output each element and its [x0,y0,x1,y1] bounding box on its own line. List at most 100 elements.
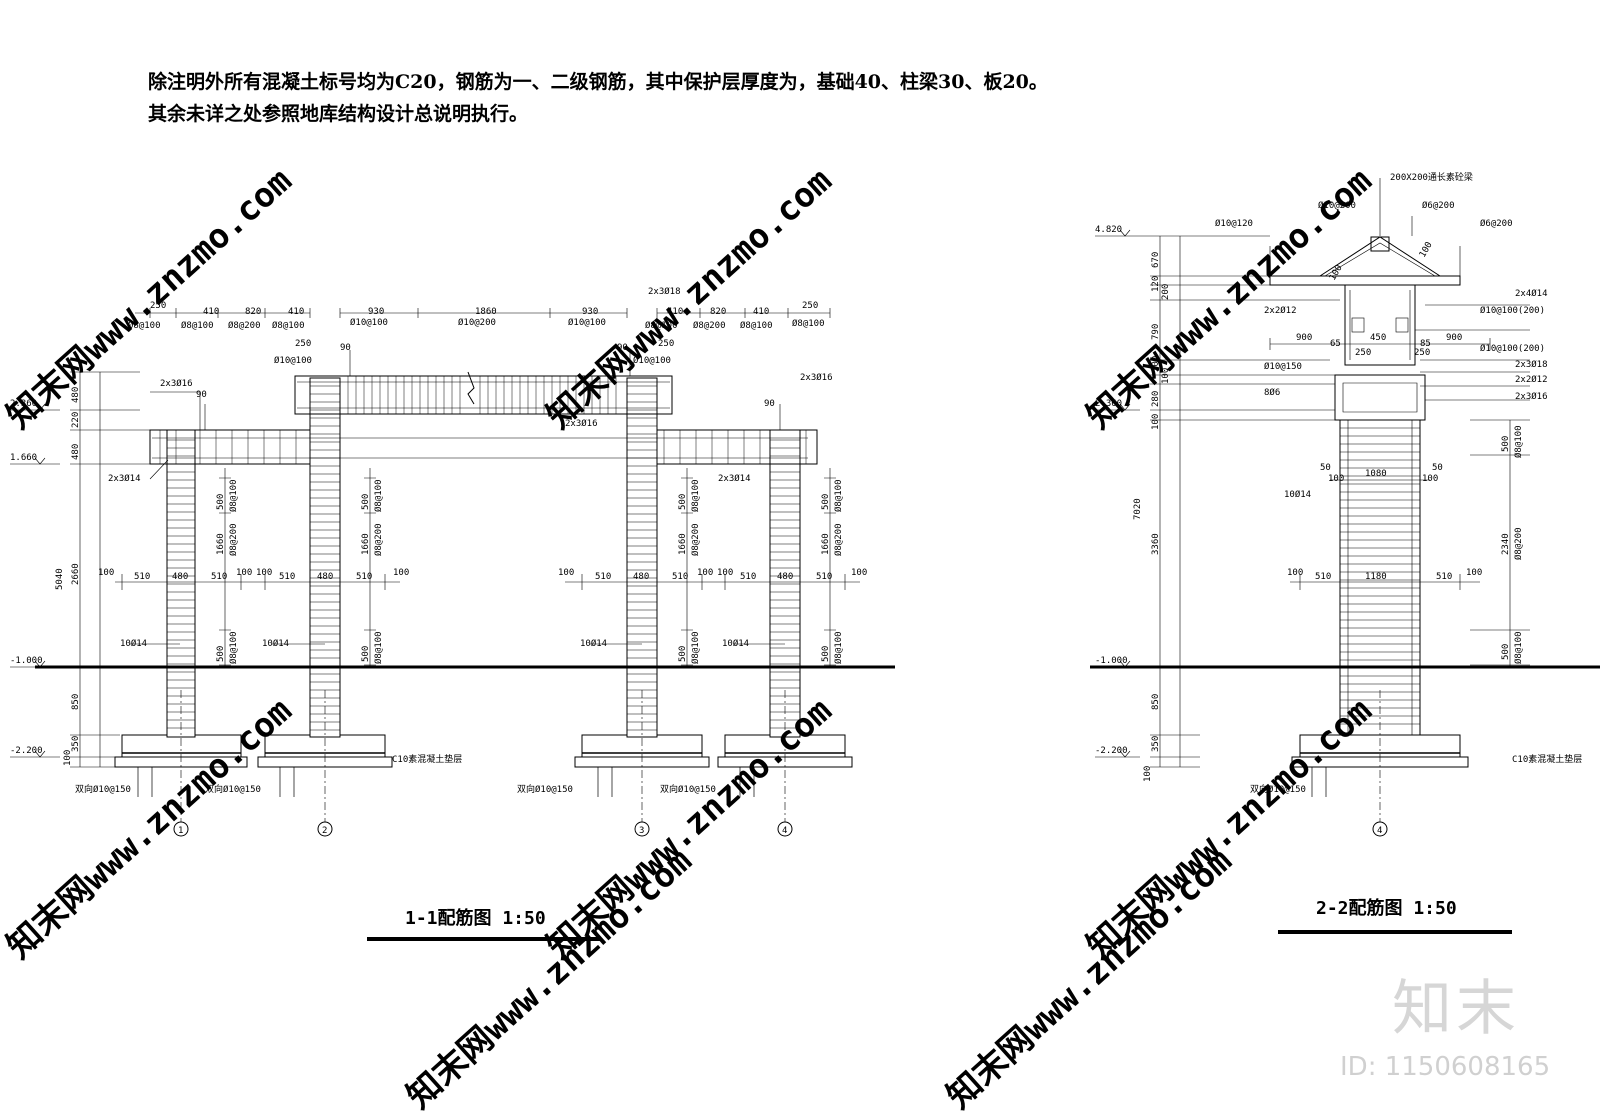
rebar-label: 8Ø6 [1264,387,1280,398]
dimension-label: 350 [71,736,81,752]
dimension-label: 7020 [1133,498,1143,520]
dimension-label: 100 [851,568,867,578]
dimension-label: 100 [1422,474,1438,484]
rebar-label: Ø8@200 [693,320,726,331]
dimension-label: 100 [1466,568,1482,578]
dimension-label: 410 [288,307,304,317]
dimension-label: 250 [1355,348,1371,358]
dimension-label: 1660 [821,533,831,555]
right-dimension-chain [1415,304,1530,667]
dimension-label: 850 [71,694,81,710]
dimension-label: 850 [1151,694,1161,710]
dimension-label: 100 [1287,568,1303,578]
dimension-label: 1080 [1365,469,1387,479]
watermark-text: 知末网www.znzmo.com [539,161,839,437]
dimension-label: 510 [740,572,756,582]
dimension-label: 100 [1418,240,1435,259]
rebar-label: Ø6@200 [1480,218,1513,229]
rebar-label: Ø10@100 [274,355,312,366]
rebar-label: Ø8@100 [373,479,384,512]
dimension-label: 65 [1330,339,1341,349]
top-dimension-rows [135,308,831,318]
rebar-label: Ø8@100 [1513,425,1524,458]
dimension-label: 100 [1328,263,1345,282]
rebar-label: 10Ø14 [262,638,289,649]
footing-rebar-label: 双向Ø10@150 [205,783,261,795]
axis-lines [180,690,786,822]
rebar-label: 10Ø14 [722,638,749,649]
footing [1299,734,1461,757]
dimension-label: 410 [753,307,769,317]
dimension-label: 100 [1143,766,1153,782]
rebar-label: 10Ø14 [120,638,147,649]
left-dimension-chain [1095,229,1340,768]
rebar-label: Ø8@100 [833,479,844,512]
rebar-label: Ø10@120 [1215,218,1253,229]
rebar-label: 10Ø14 [1284,489,1311,500]
dimension-label: 100 [697,568,713,578]
rebar-label: 2x3Ø16 [1515,391,1548,402]
rebar-label: Ø8@100 [228,479,239,512]
watermark-layer: 知末网www.znzmo.com 知末网www.znzmo.com 知末网www… [0,161,1380,1115]
watermark-text: 知末网www.znzmo.com [0,161,300,437]
brand-logo: 知末 [1392,974,1520,1044]
dimension-label: 100 [1328,474,1344,484]
column-side-dims [219,468,836,667]
column-3 [626,377,658,738]
axis-bubbles [173,821,793,837]
dimension-label: 510 [279,572,295,582]
columns [166,377,801,738]
rebar-label: Ø8@100 [228,631,239,664]
dimension-label: 90 [340,343,351,353]
rebar-label: Ø10@100(200) [1480,343,1545,354]
dimension-label: 250 [295,339,311,349]
rebar-label: Ø8@100 [181,320,214,331]
dimension-label: 930 [582,307,598,317]
rebar-label: Ø10@100 [633,355,671,366]
cushion-label: C10素混凝土垫层 [392,753,462,765]
dimension-label: 500 [216,494,226,510]
dimension-label: 100 [98,568,114,578]
dimension-label: 220 [71,412,81,428]
dimension-label: 100 [1161,368,1171,384]
leaders [130,350,785,645]
axis-number: 2 [322,826,327,836]
level-label: -2.200 [10,746,43,756]
dimension-label: 3360 [1151,533,1161,555]
rebar-label: Ø10@150 [1264,361,1302,372]
dimension-label: 900 [1296,333,1312,343]
rebar-label: Ø8@100 [740,320,773,331]
dimension-label: 100 [717,568,733,578]
rebar-label: Ø10@100(200) [1480,305,1545,316]
dimension-label: 90 [764,399,775,409]
note-line-1: 除注明外所有混凝土标号均为C20，钢筋为一、二级钢筋，其中保护层厚度为，基础40… [148,71,1048,93]
rebar-label: Ø8@100 [833,631,844,664]
dimension-label: 100 [558,568,574,578]
dimension-label: 930 [368,307,384,317]
dimension-label: 820 [245,307,261,317]
beam-left [149,429,311,465]
dimension-label: 900 [1446,333,1462,343]
beam-right [656,429,818,465]
rebar-label: 2x3Ø16 [160,378,193,389]
dimension-label: 100 [236,568,252,578]
rebar-label: Ø8@100 [128,320,161,331]
dimension-label: 1660 [361,533,371,555]
note-line-2: 其余未详之处参照地库结构设计总说明执行。 [148,103,529,125]
dimension-label: 480 [71,444,81,460]
watermark-text: 知末网www.znzmo.com [399,841,699,1115]
general-notes: 除注明外所有混凝土标号均为C20，钢筋为一、二级钢筋，其中保护层厚度为，基础40… [148,66,1048,130]
dimension-label: 790 [1151,324,1161,340]
level-label: 2.360 [10,399,37,409]
rebar-label: 2x3Ø16 [565,418,598,429]
stirrups [167,385,800,731]
dimension-label: 510 [1315,572,1331,582]
rebar-label: Ø10@100 [350,317,388,328]
dimension-label: 480 [71,387,81,403]
section-2-2-title: 2-2配筋图 1:50 [1316,897,1457,919]
rebar-label: Ø10@200 [1318,200,1356,211]
rebar-label: 10Ø14 [580,638,607,649]
rebar-label: 2x2Ø12 [1515,374,1548,385]
dimension-label: 90 [617,343,628,353]
